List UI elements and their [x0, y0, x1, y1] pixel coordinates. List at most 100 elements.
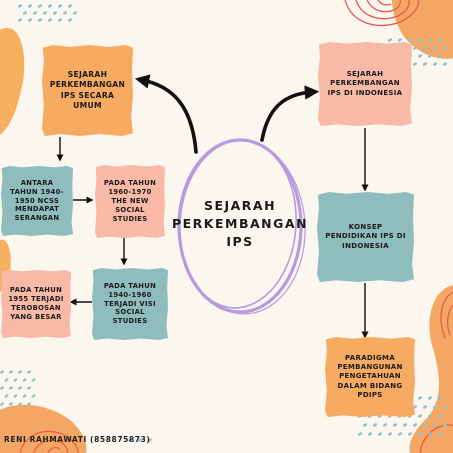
- node-paradigma: PARADIGMA PEMBANGUNAN PENGETAHUAN DALAM …: [325, 337, 415, 417]
- decorative-dot: [438, 396, 442, 400]
- decorative-dot: [423, 405, 427, 409]
- decorative-dot: [433, 423, 437, 427]
- decorative-dot: [58, 4, 62, 8]
- decorative-dot: [428, 54, 432, 58]
- node-ncss-label: ANTARA TAHUN 1940-1950 NCSS MENDAPAT SER…: [10, 178, 64, 223]
- decorative-dot: [433, 46, 437, 50]
- decorative-dot: [9, 386, 13, 390]
- decorative-dot: [408, 432, 412, 436]
- decorative-dot: [393, 423, 397, 427]
- node-ncss: ANTARA TAHUN 1940-1950 NCSS MENDAPAT SER…: [1, 166, 73, 236]
- decorative-dot: [48, 18, 52, 22]
- decorative-dot: [58, 18, 62, 22]
- decorative-dot: [38, 4, 42, 8]
- decorative-dot: [4, 378, 9, 382]
- decorative-dot: [27, 402, 31, 406]
- node-sejarah-umum: SEJARAH PERKEMBANGAN IPS SECARA UMUM: [42, 45, 133, 136]
- decorative-dot: [18, 386, 22, 390]
- author-credit: RENI RAHMAWATI (858875873): [4, 435, 151, 444]
- decorative-dot: [413, 423, 417, 427]
- decorative-dot: [358, 432, 362, 436]
- decorative-dot: [33, 11, 37, 15]
- decorative-dot: [373, 423, 377, 427]
- node-new-social-studies-label: PADA TAHUN 1960-1970 THE NEW SOCIAL STUD…: [103, 179, 157, 223]
- decorative-dot: [31, 394, 36, 398]
- decorative-dot: [433, 405, 437, 409]
- decorative-dot: [18, 18, 22, 22]
- decorative-dot: [428, 38, 432, 42]
- decorative-dot: [428, 432, 432, 436]
- decorative-dot: [398, 432, 402, 436]
- decorative-dot: [388, 432, 392, 436]
- decorative-dot: [13, 394, 18, 398]
- decorative-dot: [0, 386, 4, 390]
- decorative-dot: [9, 370, 13, 374]
- decorative-dot: [418, 396, 422, 400]
- node-konsep-pendidikan: KONSEP PENDIDIKAN IPS DI INDONESIA: [317, 192, 414, 282]
- arrow-center-to-indonesia: [260, 85, 320, 142]
- decorative-dot: [0, 402, 4, 406]
- decorative-dot: [423, 423, 427, 427]
- decorative-dot: [18, 370, 22, 374]
- decorative-dot: [443, 46, 447, 50]
- decorative-dot: [428, 414, 432, 418]
- node-paradigma-label: PARADIGMA PEMBANGUNAN PENGETAHUAN DALAM …: [337, 353, 403, 399]
- blob-bottom-left: [0, 404, 87, 453]
- decorative-dot: [428, 396, 432, 400]
- node-new-social-studies: PADA TAHUN 1960-1970 THE NEW SOCIAL STUD…: [95, 165, 165, 238]
- rings-top-right: [344, 0, 420, 27]
- decorative-dot: [4, 394, 9, 398]
- decorative-dot: [22, 394, 27, 398]
- decorative-dot: [433, 62, 437, 66]
- decorative-dot: [363, 423, 367, 427]
- decorative-dot: [408, 38, 412, 42]
- decorative-dot: [22, 378, 27, 382]
- decorative-dot: [403, 423, 407, 427]
- blob-top-left: [0, 27, 25, 135]
- arrow-center-to-umum: [134, 74, 198, 154]
- node-sejarah-indonesia-label: SEJARAH PERKEMBANGAN IPS DI INDONESIA: [327, 70, 403, 97]
- decorative-dot: [63, 11, 67, 15]
- decorative-dot: [443, 405, 447, 409]
- decorative-dot: [368, 432, 372, 436]
- decorative-dot: [148, 438, 152, 442]
- decorative-dot: [418, 432, 422, 436]
- decorative-dot: [48, 4, 52, 8]
- decorative-dot: [28, 18, 32, 22]
- center-title: SEJARAH PERKEMBANGAN IPS: [171, 197, 309, 250]
- decorative-dot: [28, 4, 32, 8]
- blob-top-right: [392, 0, 453, 59]
- decorative-dot: [0, 370, 4, 374]
- node-terobosan-label: PADA TAHUN 1955 TERJADI TEROBOSAN YANG B…: [8, 286, 64, 321]
- decorative-dot: [9, 402, 13, 406]
- decorative-dot: [438, 38, 442, 42]
- decorative-dot: [128, 438, 132, 442]
- decorative-dot: [413, 62, 417, 66]
- decorative-dot: [27, 386, 31, 390]
- decorative-dot: [443, 423, 447, 427]
- decorative-dot: [43, 11, 47, 15]
- decorative-dot: [23, 11, 27, 15]
- decorative-dot: [388, 38, 392, 42]
- decorative-dot: [438, 414, 442, 418]
- decorative-dot: [53, 11, 57, 15]
- node-visi-social-studies-label: PADA TAHUN 1940-1960 TERJADI VISI SOCIAL…: [103, 281, 157, 326]
- decorative-dot: [383, 423, 387, 427]
- decorative-dot: [31, 378, 36, 382]
- node-sejarah-umum-label: SEJARAH PERKEMBANGAN IPS SECARA UMUM: [49, 70, 126, 110]
- decorative-dot: [423, 46, 427, 50]
- node-terobosan: PADA TAHUN 1955 TERJADI TEROBOSAN YANG B…: [1, 270, 71, 338]
- decorative-dot: [73, 11, 77, 15]
- decorative-dot: [18, 402, 22, 406]
- decorative-dot: [18, 4, 22, 8]
- decorative-dot: [438, 54, 442, 58]
- decorative-dot: [418, 38, 422, 42]
- node-konsep-pendidikan-label: KONSEP PENDIDIKAN IPS DI INDONESIA: [325, 223, 406, 250]
- decorative-dot: [413, 46, 417, 50]
- decorative-dot: [438, 432, 442, 436]
- decorative-dot: [38, 18, 42, 22]
- decorative-dot: [378, 432, 382, 436]
- decorative-dot: [68, 4, 72, 8]
